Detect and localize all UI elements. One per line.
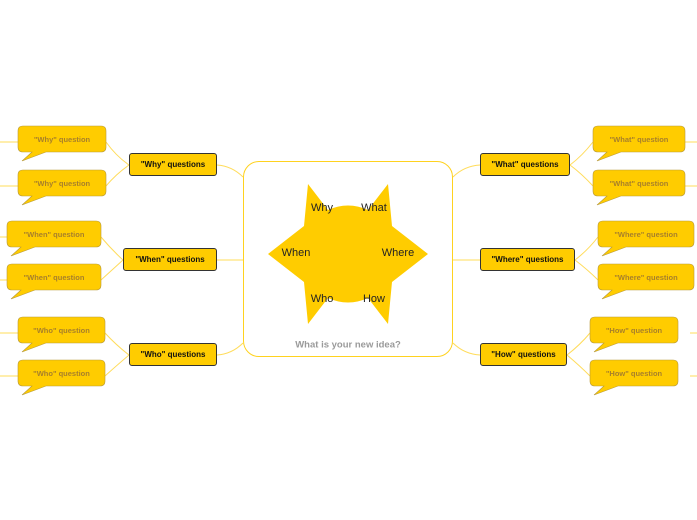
speech-bubble-shape [597, 220, 695, 257]
connector-when-1 [100, 236, 124, 261]
subtopic-when-2[interactable]: "When" question [6, 263, 102, 300]
speech-bubble-shape [597, 263, 695, 300]
subtopic-who-1[interactable]: "Who" question [17, 316, 106, 353]
subtopic-why-1[interactable]: "Why" question [17, 125, 107, 162]
subtopic-what-1[interactable]: "What" question [592, 125, 686, 162]
star-label-what: What [361, 202, 387, 214]
subtopic-label: "When" question [23, 272, 85, 282]
six-pointed-star-icon [268, 184, 428, 324]
connector-who-1 [104, 332, 130, 356]
speech-bubble-shape [17, 169, 107, 206]
central-idea-title: What is your new idea? [295, 339, 401, 351]
subtopic-label: "Who" question [33, 368, 90, 378]
subtopic-how-1[interactable]: "How" question [589, 316, 679, 353]
subtopic-label: "How" question [605, 368, 663, 378]
connector-where-1 [574, 236, 599, 261]
speech-bubble-shape [589, 316, 679, 353]
star-label-when: When [281, 247, 311, 259]
speech-bubble-shape [17, 316, 106, 353]
connector-why-2 [105, 164, 130, 187]
topic-what-questions[interactable]: "What" questions [480, 153, 570, 176]
topic-where-questions[interactable]: "Where" questions [480, 248, 575, 271]
connector-why [216, 164, 244, 178]
subtopic-where-2[interactable]: "Where" question [597, 263, 695, 300]
topic-why-questions[interactable]: "Why" questions [129, 153, 217, 176]
subtopic-where-1[interactable]: "Where" question [597, 220, 695, 257]
topic-when-questions[interactable]: "When" questions [123, 248, 217, 271]
subtopic-label: "Who" question [33, 325, 90, 335]
connector-what [452, 164, 481, 178]
subtopic-label: "How" question [605, 325, 663, 335]
connector-who-2 [104, 354, 130, 377]
subtopic-how-2[interactable]: "How" question [589, 359, 679, 396]
connector-who [216, 342, 244, 356]
subtopic-when-1[interactable]: "When" question [6, 220, 102, 257]
speech-bubble-shape [589, 359, 679, 396]
connector-what-1 [569, 141, 594, 166]
subtopic-what-2[interactable]: "What" question [592, 169, 686, 206]
speech-bubble-shape [592, 125, 686, 162]
subtopic-label: "When" question [23, 229, 85, 239]
connector-why-1 [105, 141, 130, 166]
topic-who-questions[interactable]: "Who" questions [129, 343, 217, 366]
subtopic-label: "Where" question [614, 272, 678, 282]
speech-bubble-shape [17, 359, 106, 396]
subtopic-label: "Why" question [33, 134, 91, 144]
subtopic-who-2[interactable]: "Who" question [17, 359, 106, 396]
speech-bubble-shape [6, 220, 102, 257]
topic-how-questions[interactable]: "How" questions [480, 343, 567, 366]
speech-bubble-shape [6, 263, 102, 300]
star-label-who: Who [310, 293, 334, 305]
star-label-why: Why [311, 202, 333, 214]
subtopic-label: "What" question [609, 178, 669, 188]
connector-how [452, 342, 481, 356]
subtopic-label: "What" question [609, 134, 669, 144]
connector-how-2 [566, 354, 591, 377]
connector-what-2 [569, 164, 594, 187]
speech-bubble-shape [592, 169, 686, 206]
connector-where-2 [574, 259, 599, 281]
connector-when-2 [100, 259, 124, 281]
star-label-how: How [362, 293, 386, 305]
subtopic-label: "Where" question [614, 229, 678, 239]
connector-how-1 [566, 332, 591, 356]
speech-bubble-shape [17, 125, 107, 162]
subtopic-why-2[interactable]: "Why" question [17, 169, 107, 206]
star-label-where: Where [381, 247, 415, 259]
subtopic-label: "Why" question [33, 178, 91, 188]
